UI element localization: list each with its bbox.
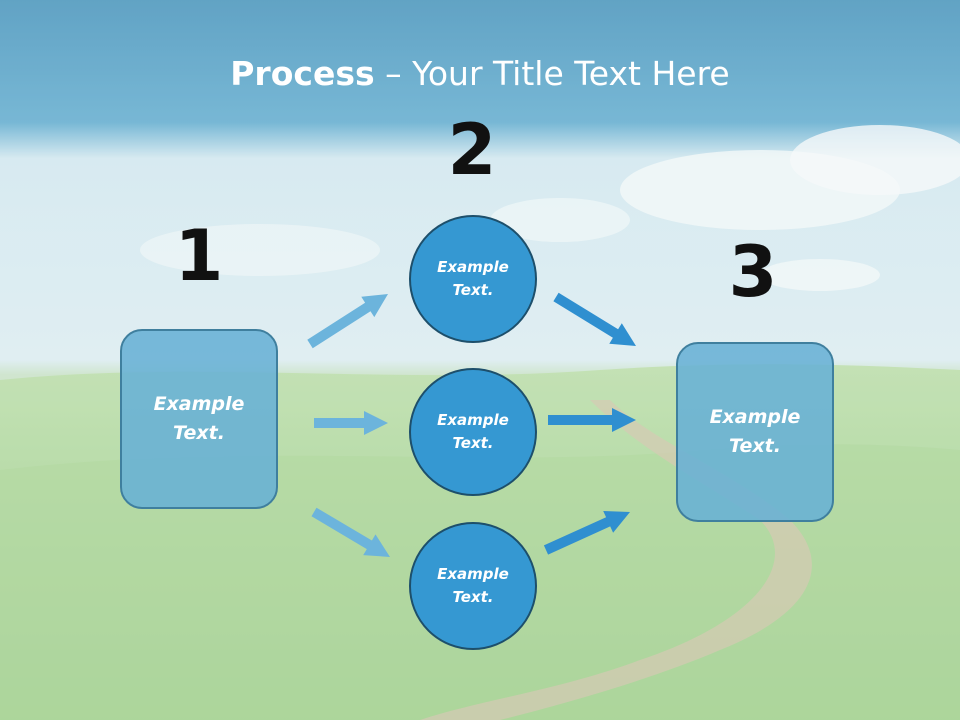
step1-text: Example Text. [153, 393, 245, 444]
arrow-1-to-2-top [307, 294, 388, 349]
slide-title: Process – Your Title Text Here [0, 52, 960, 96]
step-number-2: 2 [447, 109, 497, 191]
arrow-1-to-2-bottom [311, 507, 390, 557]
step2-circle-bottom: Example Text. [409, 522, 537, 650]
title-bold: Process [230, 54, 375, 93]
arrow-2-middle-to-3 [548, 408, 636, 432]
step3-text: Example Text. [709, 406, 801, 457]
arrow-2-top-to-3 [553, 292, 636, 346]
step-number-3: 3 [728, 231, 778, 313]
step-number-1: 1 [174, 215, 224, 297]
step2-middle-text: Example Text. [437, 411, 509, 452]
step3-box: Example Text. [676, 342, 834, 522]
arrow-1-to-2-middle [314, 411, 388, 435]
step2-top-text: Example Text. [437, 258, 509, 299]
arrow-2-bottom-to-3 [543, 511, 630, 555]
step1-box: Example Text. [120, 329, 278, 509]
step2-circle-middle: Example Text. [409, 368, 537, 496]
step2-bottom-text: Example Text. [437, 565, 509, 606]
step2-circle-top: Example Text. [409, 215, 537, 343]
title-rest: – Your Title Text Here [374, 54, 730, 93]
